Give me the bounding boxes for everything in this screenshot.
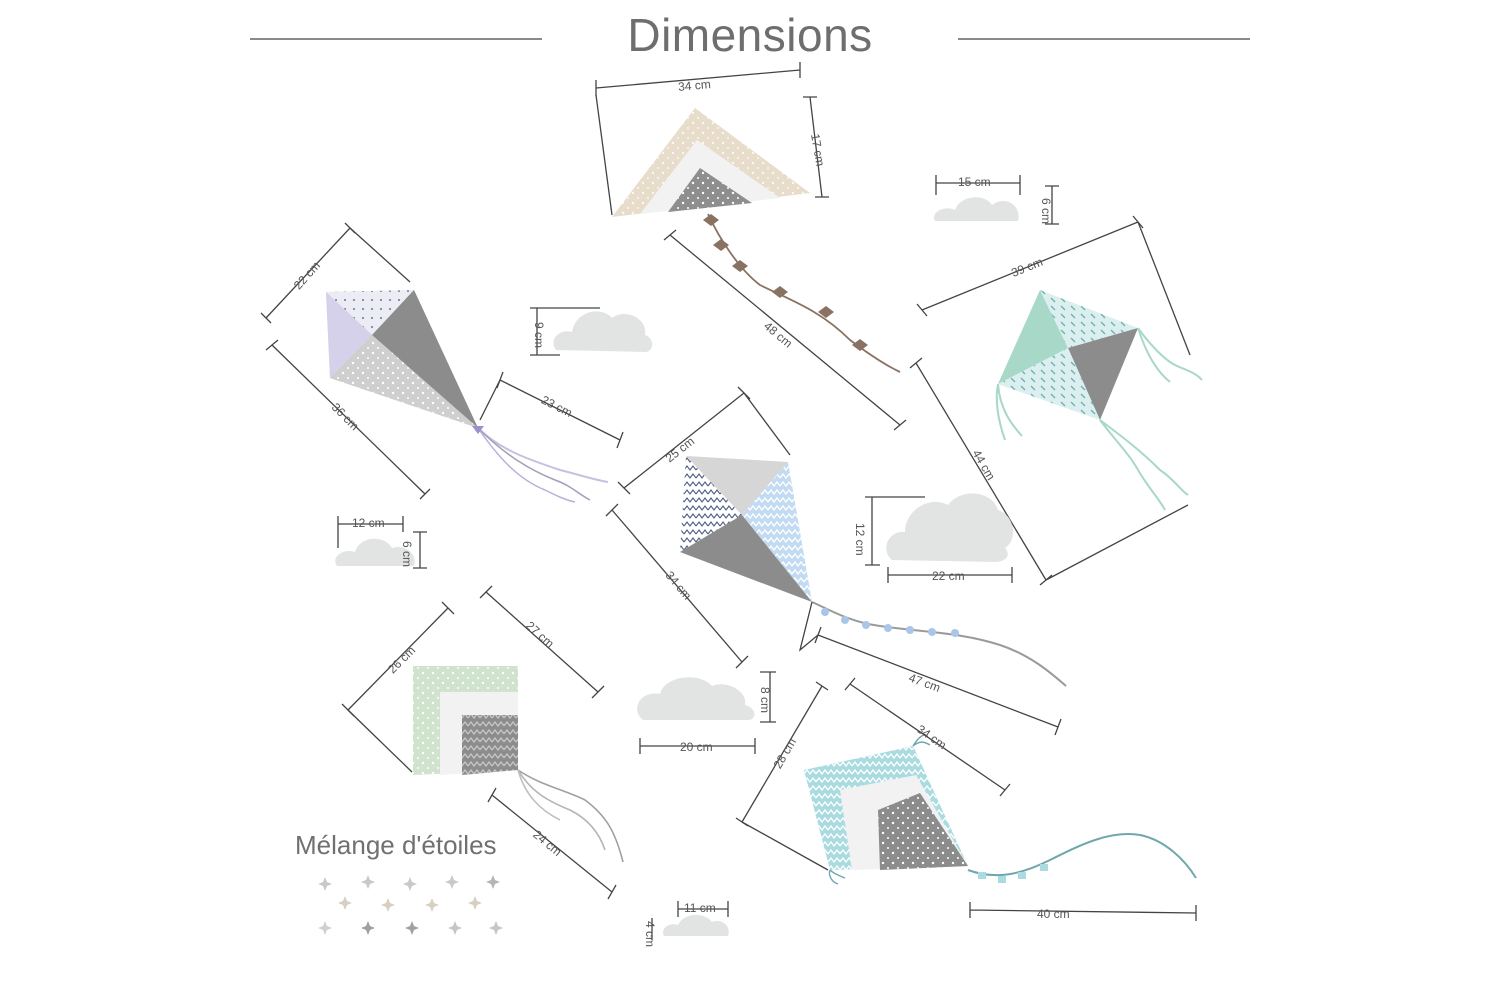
cloud-large-center-dimensions [865, 496, 1013, 583]
kite-blue [680, 456, 1067, 687]
label-k3-width: 39 cm [1009, 255, 1045, 280]
label-k2-side: 36 cm [329, 400, 362, 433]
label-c5-h: 8 cm [758, 687, 772, 713]
kite-aqua [804, 734, 1197, 885]
cloud-medium-left [553, 311, 653, 352]
label-k6-left: 28 cm [771, 736, 799, 771]
label-c1-h: 6 cm [1039, 198, 1053, 224]
label-k3-height: 44 cm [970, 447, 998, 482]
label-c5-w: 20 cm [680, 740, 713, 754]
kite-lavender [326, 290, 609, 503]
star-mix-label: Mélange d'étoiles [295, 830, 497, 860]
label-k1-height: 17 cm [808, 133, 827, 168]
cloud-tiny-bottom-dimensions [651, 901, 729, 940]
page-title: Dimensions [627, 9, 873, 61]
cloud-tiny-bottom [663, 914, 729, 936]
label-k4-side: 34 cm [663, 568, 695, 602]
kite-sand-dimensions [595, 62, 907, 431]
title-rule-right [958, 38, 1250, 40]
dimension-labels: 34 cm 17 cm 48 cm 15 cm 6 cm 22 cm 36 cm… [291, 77, 1070, 947]
kite-mint-dimensions [909, 215, 1191, 586]
label-c4-w: 22 cm [932, 569, 965, 583]
cloud-medium-bottom [637, 677, 755, 720]
title-rule-left [250, 38, 542, 40]
label-c2-h: 9 cm [532, 322, 546, 348]
cloud-small-left-dimensions [337, 516, 427, 569]
kite-sage-dimensions [341, 585, 617, 900]
cloud-large-center [886, 493, 1014, 562]
kite-mint [995, 290, 1203, 511]
label-k5-tail: 24 cm [530, 827, 564, 859]
cloud-small-left [335, 538, 415, 566]
label-c4-h: 12 cm [853, 523, 867, 556]
label-k1-width: 34 cm [678, 77, 712, 94]
label-k5-right: 27 cm [523, 618, 557, 650]
label-c3-h: 6 cm [400, 541, 414, 567]
cloud-small-top-right [934, 197, 1019, 221]
label-k6-right: 34 cm [914, 722, 949, 752]
kite-sand [612, 108, 901, 373]
label-c6-h: 4 cm [643, 921, 657, 947]
label-c1-w: 15 cm [958, 175, 991, 189]
label-c3-w: 12 cm [352, 516, 385, 530]
cloud-medium-left-dimensions [530, 307, 600, 356]
cloud-medium-bottom-dimensions [639, 671, 776, 754]
label-k2-tail: 23 cm [539, 393, 574, 420]
kite-lavender-dimensions [260, 222, 624, 500]
star-mix [318, 875, 503, 935]
kite-sage [413, 666, 624, 863]
label-c6-w: 11 cm [684, 901, 716, 915]
cloud-small-top-right-dimensions [935, 175, 1059, 225]
label-k2-top: 22 cm [291, 259, 323, 293]
kite-blue-dimensions [605, 386, 1062, 736]
label-k6-tail: 40 cm [1037, 907, 1070, 921]
label-k4-tail: 47 cm [907, 671, 943, 695]
kite-aqua-dimensions [735, 677, 1197, 921]
